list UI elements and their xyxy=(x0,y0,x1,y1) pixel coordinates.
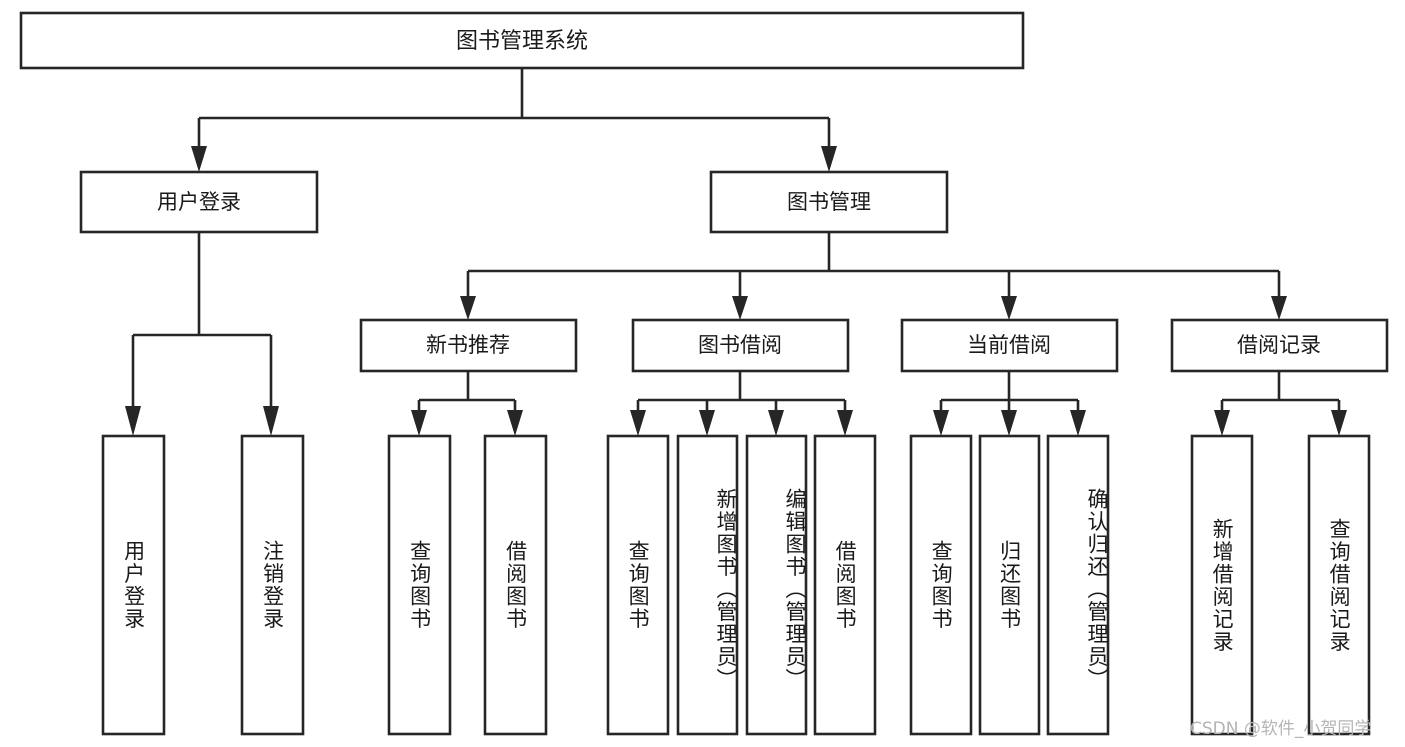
node-leaf-user-login[interactable] xyxy=(101,434,166,736)
arrow-book-borrow xyxy=(732,296,748,320)
arrow-leaf-return-book xyxy=(1001,410,1017,436)
node-layer: 图书管理系统 用户登录 图书管理 新书推荐 图书借阅 当前借阅 借阅记录 xyxy=(19,11,1389,736)
node-leaf-confirm-return[interactable] xyxy=(1046,434,1110,736)
node-new-book-rec[interactable] xyxy=(359,318,578,373)
node-user-login[interactable] xyxy=(79,170,319,234)
node-leaf-query-book-bor[interactable] xyxy=(606,434,670,736)
node-current-borrow-label: 当前借阅 xyxy=(967,333,1051,357)
node-new-book-rec-label: 新书推荐 xyxy=(426,333,510,357)
node-book-manage-label: 图书管理 xyxy=(787,190,871,214)
node-leaf-query-book-rec[interactable] xyxy=(387,434,452,736)
arrow-leaf-logout xyxy=(263,406,279,436)
node-current-borrow[interactable] xyxy=(900,318,1119,373)
arrow-leaf-confirm-return xyxy=(1070,410,1086,436)
arrow-leaf-add-record xyxy=(1214,410,1230,436)
arrow-leaf-add-book xyxy=(699,410,715,436)
arrow-user-login xyxy=(191,146,207,172)
node-user-login-label: 用户登录 xyxy=(157,190,241,214)
node-leaf-add-book[interactable] xyxy=(676,434,739,736)
arrow-leaf-query-book-bor xyxy=(630,410,646,436)
arrow-leaf-edit-book xyxy=(768,410,784,436)
arrow-leaf-user-login xyxy=(125,406,141,436)
node-book-borrow[interactable] xyxy=(631,318,850,373)
node-book-borrow-label: 图书借阅 xyxy=(698,333,782,357)
node-leaf-add-record[interactable] xyxy=(1190,434,1254,736)
arrow-book-manage xyxy=(821,146,837,172)
connector-layer xyxy=(125,68,1347,436)
csdn-watermark: CSDN @软件_小贺同学 xyxy=(1190,719,1372,739)
node-book-manage[interactable] xyxy=(709,170,949,234)
arrow-leaf-query-book-rec xyxy=(411,410,427,436)
arrow-leaf-borrow-book-bor xyxy=(837,410,853,436)
arrow-leaf-query-record xyxy=(1331,410,1347,436)
node-root[interactable] xyxy=(19,11,1025,70)
arrow-new-book-rec xyxy=(460,296,476,320)
arrow-leaf-borrow-book-rec xyxy=(507,410,523,436)
node-leaf-query-record[interactable] xyxy=(1307,434,1371,736)
node-leaf-borrow-book-rec[interactable] xyxy=(483,434,548,736)
node-borrow-record-label: 借阅记录 xyxy=(1237,333,1321,357)
arrow-leaf-query-book-cur xyxy=(933,410,949,436)
node-leaf-logout[interactable] xyxy=(240,434,305,736)
node-leaf-query-book-cur[interactable] xyxy=(909,434,973,736)
node-leaf-edit-book[interactable] xyxy=(745,434,808,736)
arrow-borrow-record xyxy=(1271,296,1287,320)
node-leaf-borrow-book-bor[interactable] xyxy=(813,434,877,736)
arrow-current-borrow xyxy=(1001,296,1017,320)
node-root-label: 图书管理系统 xyxy=(456,29,588,54)
node-borrow-record[interactable] xyxy=(1170,318,1389,373)
node-leaf-return-book[interactable] xyxy=(978,434,1041,736)
